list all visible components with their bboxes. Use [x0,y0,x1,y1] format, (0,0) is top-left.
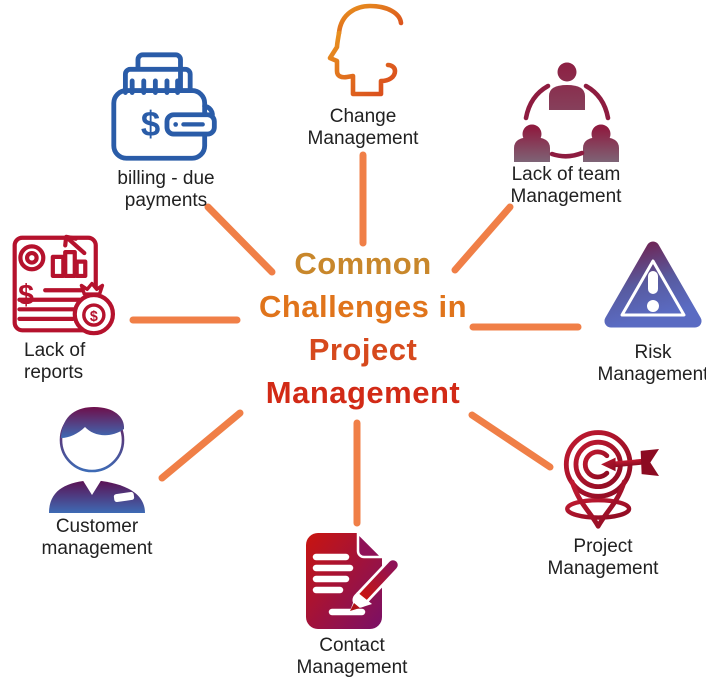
svg-text:$: $ [141,105,160,144]
node-label: Change Management [307,106,419,149]
title-line: Management [265,375,461,410]
node-label: Project Management [547,536,659,579]
node-contact-management: Contact Management [282,527,422,678]
connector-bottom-right [468,411,554,471]
team-circle-icon [514,62,619,162]
svg-text:$: $ [18,280,34,312]
wallet-icon: $ [111,52,217,161]
title-line: Common [294,246,432,281]
node-customer-management: Customer management [27,400,167,559]
node-risk-management: Risk Management [583,238,706,385]
node-label: Contact Management [296,635,408,678]
node-billing-due-payments: $ billing - due payments [96,50,236,211]
svg-text:$: $ [90,309,98,325]
node-label: Customer management [41,516,153,559]
connector-top-right [451,203,514,274]
node-label: Lack of reports [24,340,86,383]
node-lack-of-team-management: Lack of team Management [496,58,636,207]
connector-top-left [204,203,276,276]
node-label: Lack of team Management [510,164,622,207]
report-money-bag-icon: $ $ [12,234,116,336]
node-project-management: Project Management [533,420,673,579]
target-pin-arrow-icon [561,425,660,529]
node-label: billing - due payments [117,168,215,211]
head-profile-lines-icon [327,3,404,97]
node-label: Risk Management [597,342,706,385]
title-line: Challenges in [258,289,468,324]
node-change-management: Change Management [293,0,433,149]
title-line: Project [308,332,418,367]
node-lack-of-reports: $ $ Lack of reports [8,230,138,383]
warning-triangle-icon [604,241,702,328]
diagram-title: Common Challenges in Project Management [233,242,493,414]
person-bust-icon [49,407,145,513]
document-pencil-icon [306,531,402,629]
connector-bottom-left [158,409,244,482]
